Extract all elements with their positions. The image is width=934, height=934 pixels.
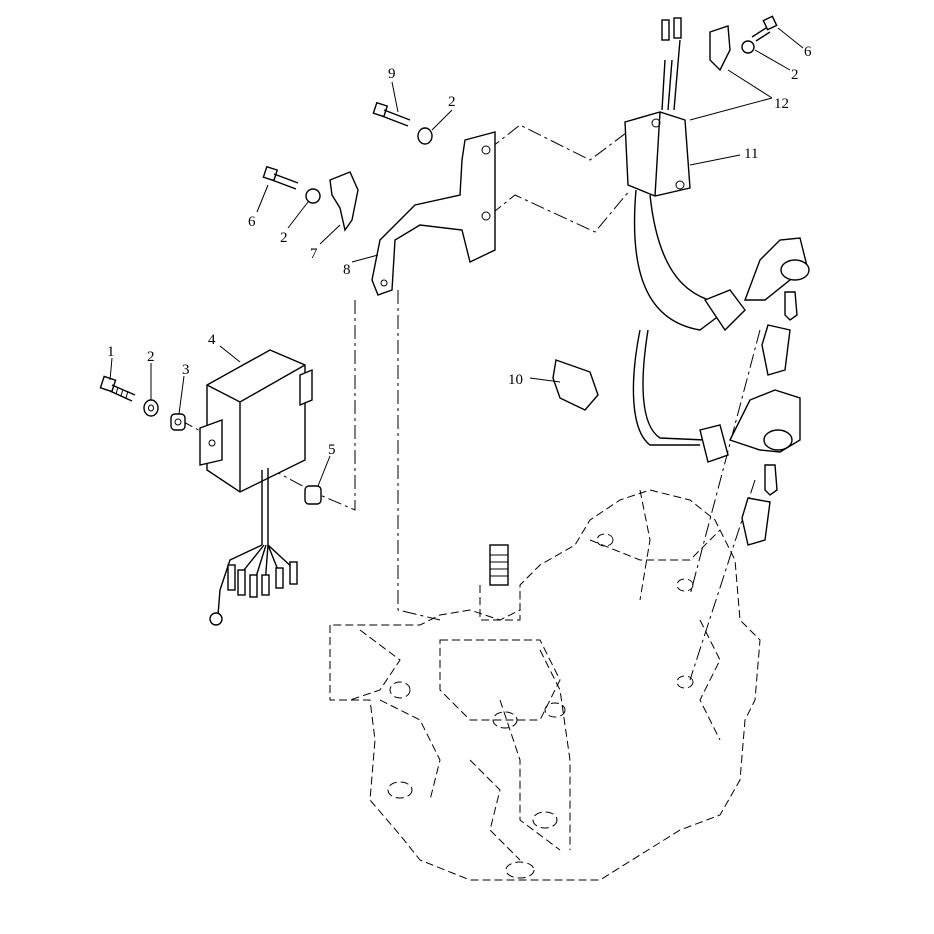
callout-8: 8 <box>343 262 351 278</box>
callout-leaders <box>109 27 804 487</box>
part-9-bolt <box>372 101 411 127</box>
part-12-cap <box>709 25 731 72</box>
part-8-bracket <box>371 131 496 296</box>
callout-11: 11 <box>744 146 758 162</box>
part-6-bolt <box>751 15 778 42</box>
part-4-cdi-unit <box>199 349 313 626</box>
part-1-bolt <box>99 375 136 402</box>
callout-10: 10 <box>508 372 523 388</box>
callout-6: 6 <box>804 44 812 60</box>
part-5-collar <box>304 485 322 505</box>
callout-1: 1 <box>107 344 115 360</box>
callout-7: 7 <box>310 246 318 262</box>
part-10-wire-clip <box>552 359 599 411</box>
callout-6: 6 <box>248 214 256 230</box>
callout-2: 2 <box>448 94 456 110</box>
engine-block-phantom <box>329 489 761 881</box>
part-6-bolt <box>262 165 299 190</box>
callout-2: 2 <box>147 349 155 365</box>
part-11-ignition-coil <box>624 17 810 463</box>
spark-plugs <box>741 291 798 546</box>
callout-12: 12 <box>774 96 789 112</box>
callout-2: 2 <box>791 67 799 83</box>
callout-2: 2 <box>280 230 288 246</box>
part-2-washer <box>741 40 755 54</box>
part-2-washer <box>305 188 321 204</box>
callout-9: 9 <box>388 66 396 82</box>
assembly-leader-lines <box>179 124 761 681</box>
part-3-grommet <box>170 413 186 431</box>
part-7-clamp <box>329 171 359 232</box>
callout-3: 3 <box>182 362 190 378</box>
callout-4: 4 <box>208 332 216 348</box>
part-2-washer <box>143 399 159 417</box>
part-2-washer <box>417 127 433 145</box>
callout-5: 5 <box>328 442 336 458</box>
